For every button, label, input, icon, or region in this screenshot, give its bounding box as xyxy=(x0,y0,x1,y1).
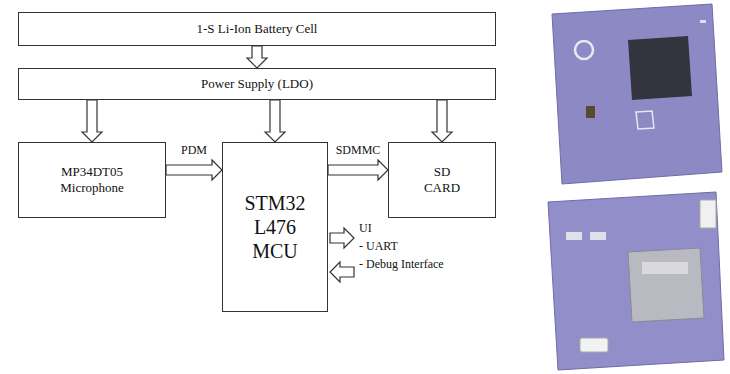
block-arrow xyxy=(328,160,388,180)
block-box: MP34DT05 Microphone xyxy=(18,142,166,218)
board-outline xyxy=(552,4,722,184)
switch xyxy=(580,338,608,352)
component xyxy=(566,232,582,240)
block-box: SD CARD xyxy=(388,142,496,218)
interface-label: - Debug Interface xyxy=(358,257,445,272)
box-label: MP34DT05 Microphone xyxy=(39,164,145,195)
logo-mark xyxy=(575,41,593,59)
pcb-top-board xyxy=(552,4,722,184)
block-box: Power Supply (LDO) xyxy=(18,68,496,100)
component xyxy=(590,232,606,240)
pad xyxy=(700,20,706,23)
sd-slot-detail xyxy=(642,262,688,274)
ui-in-arrow xyxy=(330,262,354,282)
block-arrow xyxy=(166,160,222,180)
box-label: Power Supply (LDO) xyxy=(201,76,313,92)
block-arrow xyxy=(247,46,267,68)
box-label: 1-S Li-Ion Battery Cell xyxy=(197,21,318,37)
block-arrow xyxy=(265,100,285,142)
sd-slot xyxy=(628,248,704,322)
interface-label: - UART xyxy=(358,239,399,254)
signal-label: PDM xyxy=(180,143,208,158)
block-arrow xyxy=(82,100,102,142)
box-label: STM32 L476 MCU xyxy=(239,191,311,263)
silkscreen-mark xyxy=(636,111,654,129)
interface-label: UI xyxy=(358,221,373,236)
box-label: SD CARD xyxy=(419,164,465,195)
signal-label: SDMMC xyxy=(335,143,382,158)
block-arrow xyxy=(432,100,452,142)
mic-component xyxy=(586,106,595,118)
block-box: 1-S Li-Ion Battery Cell xyxy=(18,12,496,46)
mcu-chip xyxy=(628,36,692,100)
board-outline xyxy=(548,192,724,370)
block-box: STM32 L476 MCU xyxy=(222,142,328,312)
connector xyxy=(700,200,716,228)
pcb-bottom-board xyxy=(548,192,724,370)
ui-out-arrow xyxy=(330,228,354,248)
